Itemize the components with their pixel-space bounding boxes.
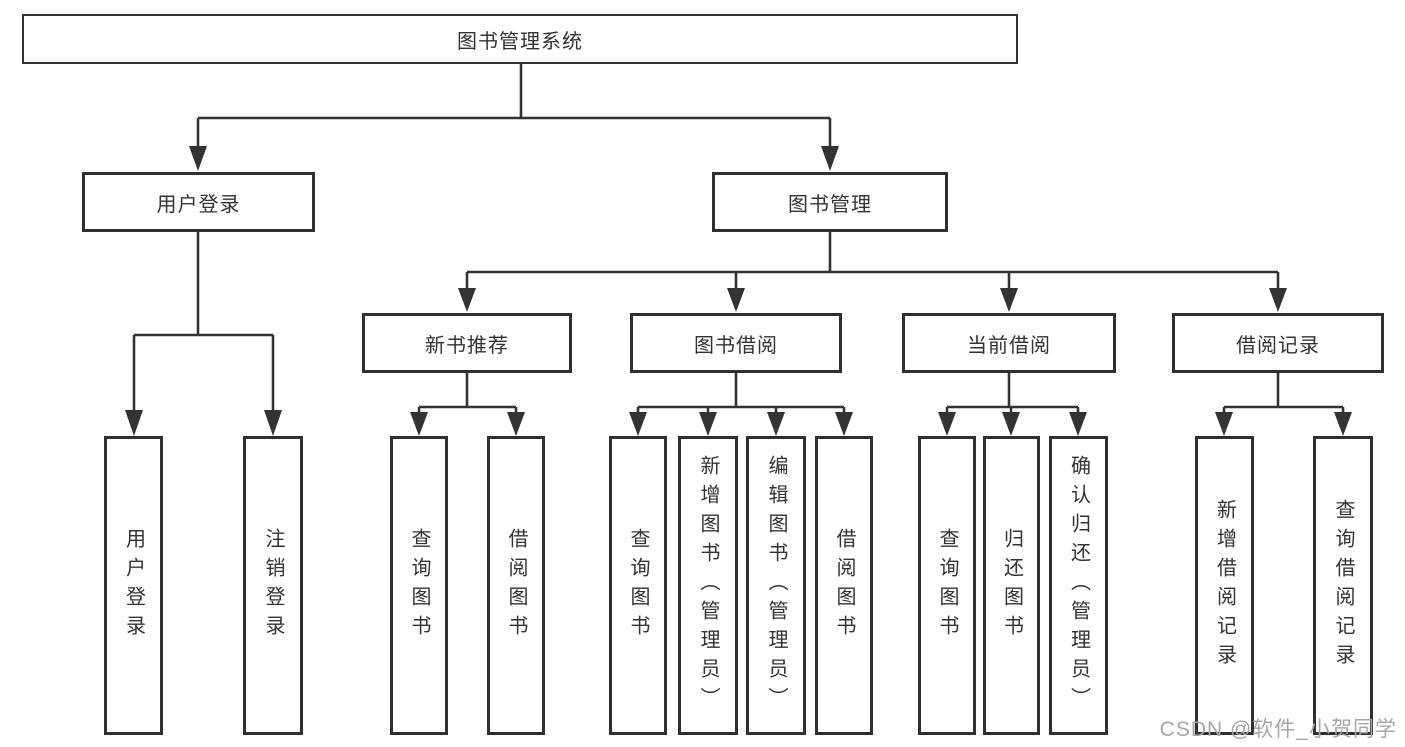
leaf-user-login: 用户登录 bbox=[104, 436, 163, 735]
node-library-system: 图书管理系统 bbox=[22, 14, 1018, 64]
arrow-down-icon bbox=[767, 412, 785, 436]
leaf-logout: 注销登录 bbox=[243, 436, 303, 735]
arrow-down-icon bbox=[189, 146, 207, 171]
connector-current-borrow-to-leaves bbox=[938, 373, 1087, 436]
arrow-down-icon bbox=[938, 412, 956, 436]
arrow-down-icon bbox=[1000, 288, 1018, 312]
leaf-edit-book-admin: 编辑图书（管理员） bbox=[746, 436, 806, 735]
connector-new-book-rec-to-leaves bbox=[410, 373, 525, 436]
leaf-query-books-1: 查询图书 bbox=[390, 436, 448, 735]
node-current-borrow: 当前借阅 bbox=[902, 313, 1116, 373]
arrow-down-icon bbox=[821, 146, 839, 171]
connector-book-mgmt-to-groups bbox=[458, 232, 1287, 312]
leaf-confirm-return-admin: 确认归还（管理员） bbox=[1049, 436, 1108, 735]
arrow-down-icon bbox=[1069, 412, 1087, 436]
arrow-down-icon bbox=[1215, 412, 1233, 436]
leaf-query-books-3: 查询图书 bbox=[918, 436, 976, 735]
leaf-add-book-admin: 新增图书（管理员） bbox=[678, 436, 738, 735]
arrow-down-icon bbox=[1334, 412, 1352, 436]
arrow-down-icon bbox=[507, 412, 525, 436]
connector-user-login-to-leaves bbox=[125, 232, 282, 436]
arrow-down-icon bbox=[410, 412, 428, 436]
node-new-book-recommend: 新书推荐 bbox=[362, 313, 572, 373]
leaf-query-books-2: 查询图书 bbox=[609, 436, 667, 735]
leaf-borrow-books-1: 借阅图书 bbox=[487, 436, 545, 735]
node-book-borrow: 图书借阅 bbox=[630, 313, 842, 373]
leaf-query-borrow-record: 查询借阅记录 bbox=[1313, 436, 1373, 735]
node-book-mgmt-branch: 图书管理 bbox=[712, 172, 948, 232]
node-user-login-branch: 用户登录 bbox=[82, 172, 315, 232]
leaf-add-borrow-record: 新增借阅记录 bbox=[1195, 436, 1254, 735]
leaf-return-book: 归还图书 bbox=[983, 436, 1040, 735]
arrow-down-icon bbox=[1002, 412, 1020, 436]
arrow-down-icon bbox=[264, 410, 282, 436]
csdn-watermark: CSDN @软件_小贺同学 bbox=[1159, 718, 1397, 741]
arrow-down-icon bbox=[629, 412, 647, 436]
connector-root-to-branches bbox=[189, 64, 839, 171]
arrow-down-icon bbox=[125, 410, 143, 436]
arrow-down-icon bbox=[1269, 288, 1287, 312]
connector-book-borrow-to-leaves bbox=[629, 373, 853, 436]
arrow-down-icon bbox=[727, 288, 745, 312]
node-borrow-records: 借阅记录 bbox=[1172, 313, 1384, 373]
connector-borrow-records-to-leaves bbox=[1215, 373, 1352, 436]
arrow-down-icon bbox=[699, 412, 717, 436]
arrow-down-icon bbox=[835, 412, 853, 436]
arrow-down-icon bbox=[458, 288, 476, 312]
leaf-borrow-books-2: 借阅图书 bbox=[815, 436, 873, 735]
